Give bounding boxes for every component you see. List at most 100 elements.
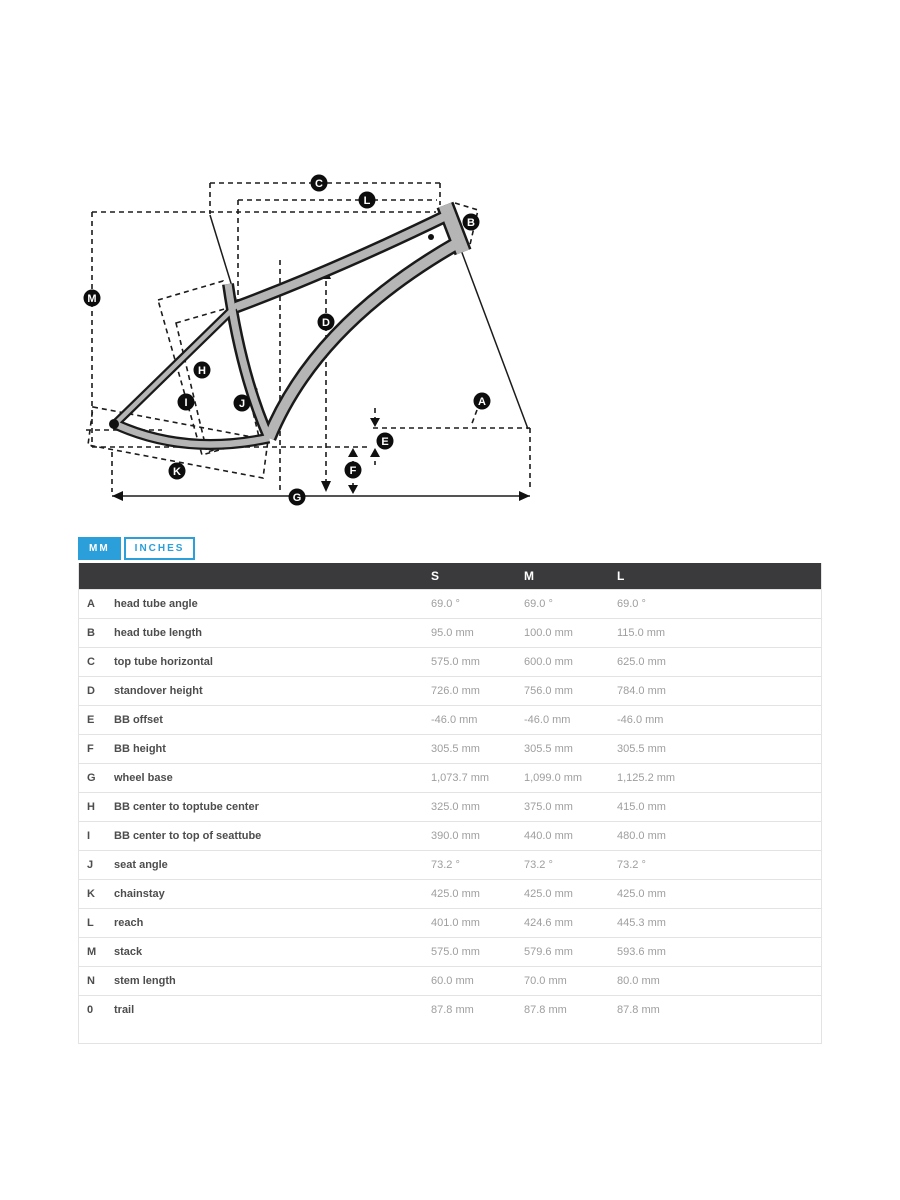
row-letter: L xyxy=(79,908,114,938)
marker-e-label: E xyxy=(381,436,388,448)
row-name: BB center to top of seattube xyxy=(114,821,431,851)
row-value: 95.0 mm xyxy=(431,618,524,648)
marker-i-icon xyxy=(177,393,195,411)
row-value: 100.0 mm xyxy=(524,618,617,648)
unit-toggle: MM INCHES xyxy=(78,537,196,560)
row-name: standover height xyxy=(114,676,431,706)
row-letter: H xyxy=(79,792,114,822)
row-value: 115.0 mm xyxy=(617,618,821,648)
row-name: BB height xyxy=(114,734,431,764)
row-name: head tube angle xyxy=(114,589,431,619)
row-letter: 0 xyxy=(79,995,114,1024)
row-name: seat angle xyxy=(114,850,431,880)
rear-dropout xyxy=(109,419,119,429)
row-value: 305.5 mm xyxy=(617,734,821,764)
marker-f-icon xyxy=(344,461,362,479)
row-letter: B xyxy=(79,618,114,648)
marker-d-icon xyxy=(317,313,335,331)
row-value: 1,125.2 mm xyxy=(617,763,821,793)
marker-c-icon xyxy=(310,174,328,192)
row-name: BB offset xyxy=(114,705,431,735)
row-value: 625.0 mm xyxy=(617,647,821,677)
marker-k-label: K xyxy=(173,466,181,478)
marker-c-label: C xyxy=(315,178,323,190)
frame-outline xyxy=(111,201,472,450)
row-value: -46.0 mm xyxy=(524,705,617,735)
row-name: reach xyxy=(114,908,431,938)
row-value: 390.0 mm xyxy=(431,821,524,851)
row-value: -46.0 mm xyxy=(617,705,821,735)
row-name: stack xyxy=(114,937,431,967)
fork-axis-line xyxy=(460,249,529,430)
marker-a-label: A xyxy=(478,396,486,408)
marker-l-label: L xyxy=(364,195,371,207)
row-name: BB center to toptube center xyxy=(114,792,431,822)
row-value: 87.8 mm xyxy=(524,995,617,1024)
row-letter: D xyxy=(79,676,114,706)
row-letter: K xyxy=(79,879,114,909)
row-name: trail xyxy=(114,995,431,1024)
tab-mm[interactable]: MM xyxy=(78,537,121,560)
row-value: 415.0 mm xyxy=(617,792,821,822)
row-value: 440.0 mm xyxy=(524,821,617,851)
row-value: 480.0 mm xyxy=(617,821,821,851)
row-letter: I xyxy=(79,821,114,851)
row-value: 425.0 mm xyxy=(431,879,524,909)
marker-j-icon xyxy=(233,394,251,412)
row-value: 73.2 ° xyxy=(431,850,524,880)
row-value: 1,073.7 mm xyxy=(431,763,524,793)
row-value: 375.0 mm xyxy=(524,792,617,822)
row-name: stem length xyxy=(114,966,431,996)
row-value: 726.0 mm xyxy=(431,676,524,706)
row-letter: C xyxy=(79,647,114,677)
row-value: 70.0 mm xyxy=(524,966,617,996)
row-name: top tube horizontal xyxy=(114,647,431,677)
row-value: 325.0 mm xyxy=(431,792,524,822)
row-letter: E xyxy=(79,705,114,735)
marker-m-label: M xyxy=(87,293,96,305)
marker-j-label: J xyxy=(239,398,245,410)
marker-h-label: H xyxy=(198,365,206,377)
row-value: 87.8 mm xyxy=(431,995,524,1024)
row-letter: N xyxy=(79,966,114,996)
marker-k-icon xyxy=(168,462,186,480)
tab-inches[interactable]: INCHES xyxy=(123,537,196,560)
row-letter: M xyxy=(79,937,114,967)
row-value: 593.6 mm xyxy=(617,937,821,967)
marker-b-label: B xyxy=(467,217,475,229)
marker-f-label: F xyxy=(350,465,357,477)
row-letter: G xyxy=(79,763,114,793)
marker-l-icon xyxy=(358,191,376,209)
row-value: 600.0 mm xyxy=(524,647,617,677)
row-letter: A xyxy=(79,589,114,619)
marker-g-icon xyxy=(288,488,306,506)
row-value: 305.5 mm xyxy=(431,734,524,764)
down-tube xyxy=(262,237,460,441)
cable-port-dot xyxy=(428,234,434,240)
row-name: chainstay xyxy=(114,879,431,909)
row-value: 425.0 mm xyxy=(617,879,821,909)
row-letter: F xyxy=(79,734,114,764)
row-value: 87.8 mm xyxy=(617,995,821,1024)
header-name-cell xyxy=(114,563,431,590)
row-value: 575.0 mm xyxy=(431,647,524,677)
marker-g-label: G xyxy=(293,492,302,504)
row-name: wheel base xyxy=(114,763,431,793)
header-col-s: S xyxy=(431,563,524,590)
